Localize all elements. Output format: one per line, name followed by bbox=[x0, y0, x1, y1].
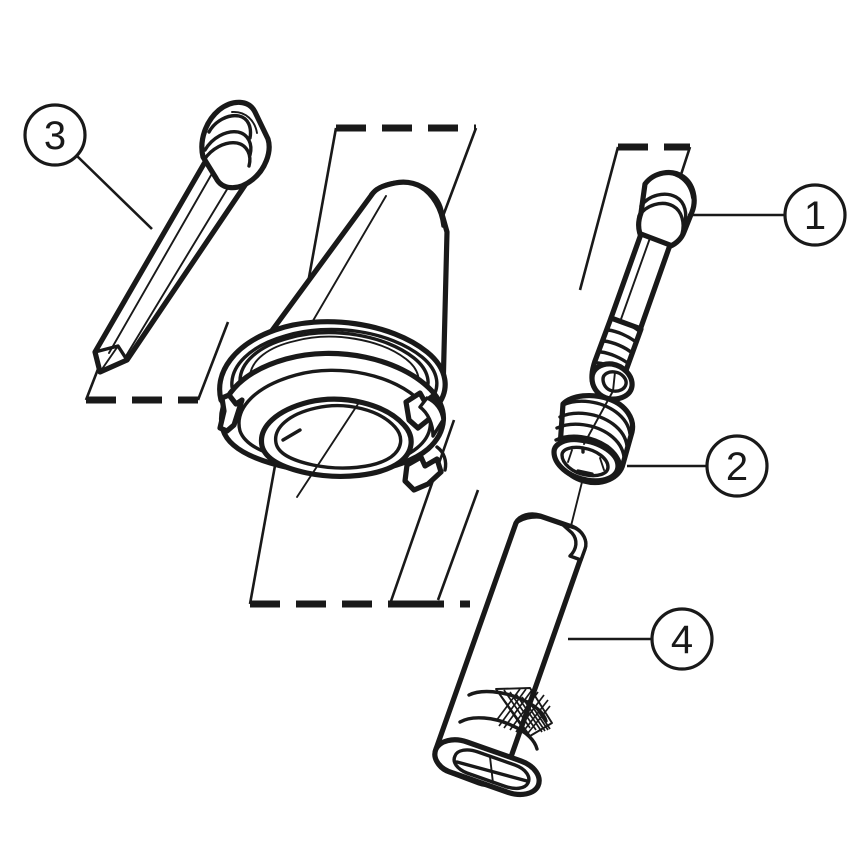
sleeve-phantom-edge bbox=[414, 489, 480, 608]
callout-circle-3[interactable] bbox=[23, 103, 87, 167]
part-socket-head-cap-screw bbox=[589, 169, 697, 402]
callout-balloon-4[interactable]: 4 bbox=[650, 607, 714, 671]
callout-label-4: 4 bbox=[671, 618, 693, 662]
callout-label-3: 3 bbox=[44, 114, 66, 158]
callout-balloon-3[interactable]: 3 bbox=[23, 103, 87, 167]
callout-balloon-2[interactable]: 2 bbox=[705, 434, 769, 498]
leader-lines-group bbox=[76, 155, 785, 641]
leader-line-3 bbox=[76, 155, 153, 230]
callout-label-2: 2 bbox=[726, 445, 748, 489]
callout-circle-1[interactable] bbox=[783, 183, 847, 247]
callout-balloon-1[interactable]: 1 bbox=[783, 183, 847, 247]
callout-label-1: 1 bbox=[804, 194, 826, 238]
callout-circle-2[interactable] bbox=[705, 434, 769, 498]
part-dowel-pin bbox=[92, 99, 272, 375]
part-taper-shank-body bbox=[217, 179, 450, 498]
callout-circle-4[interactable] bbox=[650, 607, 714, 671]
part-knurled-sleeve bbox=[432, 512, 588, 798]
part-threaded-bushing bbox=[551, 390, 636, 535]
callout-balloons-group: 1 2 3 4 bbox=[23, 103, 847, 671]
